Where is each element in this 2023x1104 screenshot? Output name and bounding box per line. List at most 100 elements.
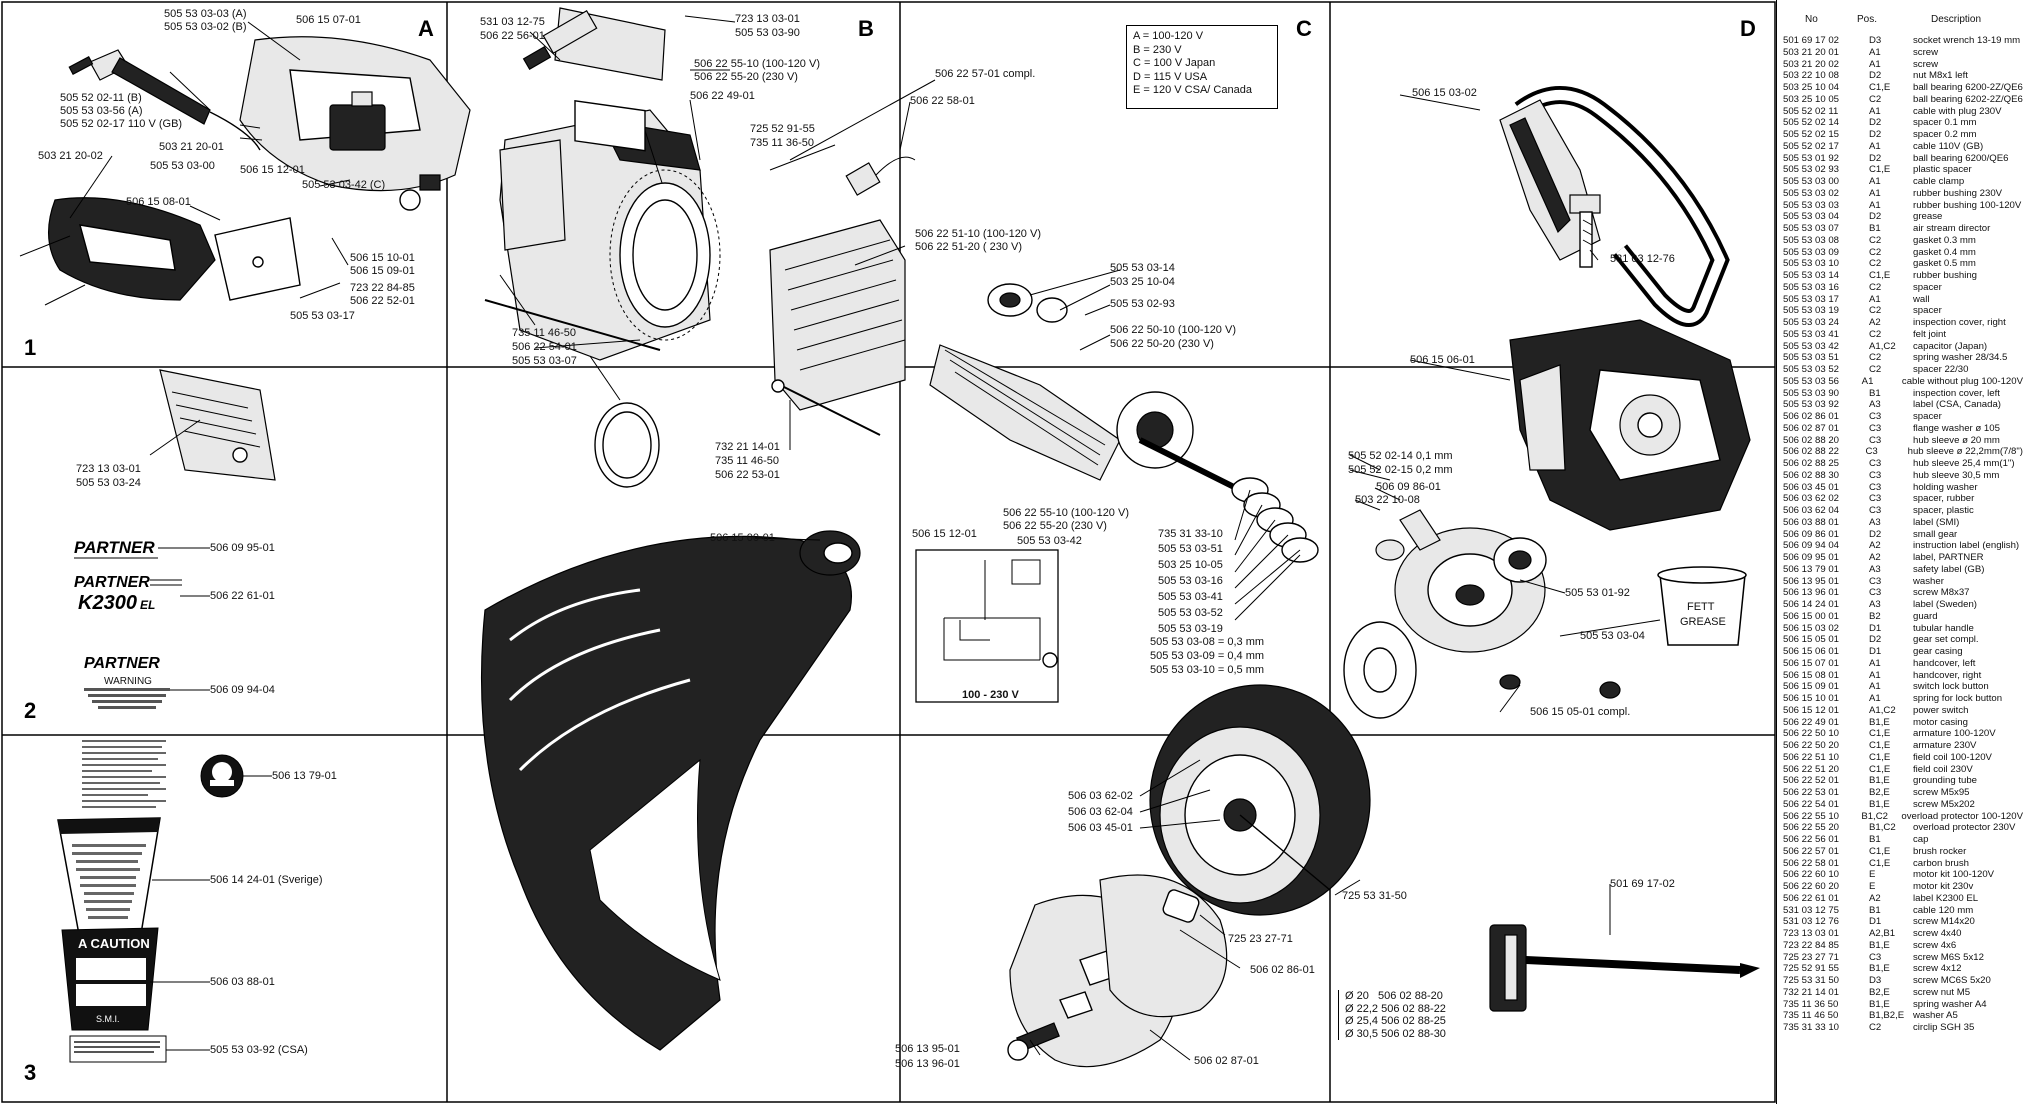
parts-desc: armature 230V [1913,740,1977,751]
callout-732-21-14-01: 732 21 14-01 [715,441,780,453]
air-stream-director-ring [594,402,660,488]
parts-pos: B1,C2 [1861,810,1888,822]
label-caution: A CAUTION S.M.I. [61,927,210,1031]
decal-model-suffix: EL [140,598,155,612]
parts-pos: D3 [1869,35,1882,46]
callout-505-53-03-08: 505 53 03-08 = 0,3 mm [1150,636,1265,648]
parts-desc: hub sleeve ø 20 mm [1913,434,2000,446]
parts-no: 506 09 95 01 [1783,552,1840,563]
parts-pos: B1 [1869,904,1881,916]
callout-506-22-55-10-b: 506 22 55-10 (100-120 V) [1003,507,1129,519]
parts-no: 506 22 51 10 [1783,751,1840,763]
callout-505-53-03-51: 505 53 03-51 [1158,543,1223,555]
decal-warning-title: WARNING [104,676,152,687]
callout-506-22-52-01: 506 22 52-01 [350,295,415,307]
callout-506-15-12-01-b: 506 15 12-01 [912,528,977,540]
callout-506-22-58-01: 506 22 58-01 [910,95,975,107]
parts-no: 505 53 03 52 [1783,364,1840,375]
parts-pos: C3 [1869,469,1882,481]
parts-desc: screw 4x6 [1913,939,1957,951]
parts-pos: E [1869,869,1876,881]
parts-desc: hub sleeve 25,4 mm(1") [1913,458,2015,469]
callout-506-15-10-01: 506 15 10-01 [350,252,415,264]
parts-desc: overload protector 230V [1913,822,2016,834]
parts-no: 505 53 03 17 [1783,293,1840,305]
callout-505-53-03-03: 505 53 03-03 (A) [164,8,247,20]
parts-desc: cap [1913,834,1929,845]
parts-pos: C2 [1869,328,1882,340]
parts-pos: C2 [1869,93,1882,105]
parts-pos: C3 [1865,446,1878,458]
parts-desc: grounding tube [1913,775,1978,787]
parts-pos: B1,E [1869,963,1890,975]
parts-no: 531 03 12 76 [1783,916,1840,928]
voltage-legend-e: E = 120 V CSA/ Canada [1133,84,1252,96]
parts-no: 506 03 62 02 [1783,493,1840,505]
decal-partner-text: PARTNER [74,538,155,557]
parts-no: 505 53 03 09 [1783,246,1840,258]
parts-pos: C2 [1869,234,1882,246]
parts-no: 506 15 07 01 [1783,657,1840,669]
parts-desc: label (Sweden) [1913,599,1977,610]
exploded-view-sheet: A B C D 1 2 3 PARTNER [1,1,1776,1103]
wall-plate [214,217,301,301]
parts-desc: power switch [1913,704,1969,716]
parts-desc: spacer 22/30 [1913,364,1969,375]
voltage-legend: A = 100-120 V B = 230 V C = 100 V Japan … [1126,25,1278,109]
parts-desc: screw MC6S 5x20 [1913,975,1991,986]
callout-505-53-03-10: 505 53 03-10 = 0,5 mm [1150,664,1265,676]
callout-531-03-12-75: 531 03 12-75 [480,16,545,28]
callout-506-22-55-20-b: 506 22 55-20 (230 V) [1003,520,1107,532]
parts-pos: A1 [1869,693,1881,704]
parts-pos: C1,E [1869,270,1891,281]
parts-desc: screw M14x20 [1913,916,1975,928]
parts-no: 506 15 03 02 [1783,622,1840,634]
hub-sleeve [1162,889,1200,923]
parts-no: 506 22 55 20 [1783,822,1840,834]
grease-label-2: GREASE [1680,616,1726,628]
decal-warning: PARTNER WARNING [84,655,210,709]
sheet-frame [1,1,1776,1103]
callout-505-53-01-92: 505 53 01-92 [1565,587,1630,599]
parts-no: 506 02 87 01 [1783,422,1840,434]
callout-505-53-03-42: 505 53 03-42 (C) [302,179,386,191]
parts-no: 725 52 91 55 [1783,963,1840,975]
parts-desc: nut M8x1 left [1913,70,1968,82]
parts-pos: B1,B2,E [1869,1010,1905,1022]
parts-no: 505 53 03 51 [1783,352,1840,364]
callout-725-52-91-55: 725 52 91-55 [750,123,815,135]
parts-pos: C3 [1869,587,1882,599]
parts-no: 505 53 03 92 [1783,399,1840,411]
parts-no: 505 52 02 14 [1783,117,1840,129]
parts-desc: screw M6S 5x12 [1913,951,1984,963]
parts-desc: inspection cover, right [1913,317,2006,328]
parts-desc: motor casing [1913,716,1968,728]
parts-pos: B1,E [1869,775,1890,787]
parts-pos: C3 [1869,422,1882,434]
parts-no: 505 53 03 90 [1783,387,1840,399]
parts-pos: D2 [1869,129,1882,140]
parts-desc: air stream director [1913,223,1991,234]
callout-506-09-86-01: 506 09 86-01 [1376,481,1441,493]
parts-no: 506 15 00 01 [1783,610,1840,622]
parts-pos: D1 [1869,646,1882,657]
parts-no: 505 53 03 14 [1783,270,1840,281]
hub-diameter: Ø 25,4 [1345,1015,1379,1027]
